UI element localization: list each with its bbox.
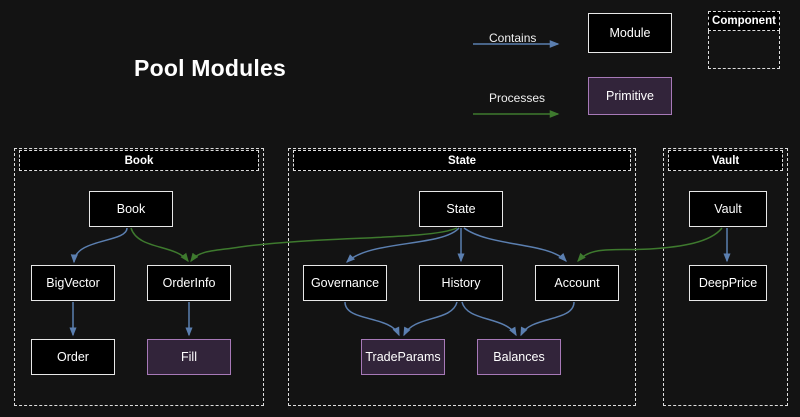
node-governance[interactable]: Governance	[303, 265, 387, 301]
legend-node-module: Module	[588, 13, 672, 53]
cluster-label-vault: Vault	[668, 150, 783, 171]
legend-node-primitive: Primitive	[588, 77, 672, 115]
legend-label-processes: Processes	[489, 91, 546, 105]
cluster-frame-book	[14, 148, 264, 406]
edge-state-to-governance	[346, 227, 460, 263]
cluster-label-state: State	[293, 150, 631, 171]
edge-state-to-account	[463, 227, 567, 262]
node-fill[interactable]: Fill	[147, 339, 231, 375]
edge-book-to-bigvector	[70, 227, 128, 264]
cluster-label-book: Book	[19, 150, 259, 171]
node-tradeparams[interactable]: TradeParams	[361, 339, 445, 375]
node-orderinfo[interactable]: OrderInfo	[147, 265, 231, 301]
edge-history-to-tradeparams	[403, 301, 458, 337]
edge-governance-to-tradeparams	[344, 301, 400, 337]
node-balances[interactable]: Balances	[477, 339, 561, 375]
node-deepprice[interactable]: DeepPrice	[689, 265, 767, 301]
edge-account-to-balances	[520, 301, 575, 337]
page-title: Pool Modules	[134, 55, 286, 81]
node-bigvector[interactable]: BigVector	[31, 265, 115, 301]
cluster-frame-vault	[663, 148, 788, 406]
edge-vault-to-account	[577, 227, 723, 263]
node-account[interactable]: Account	[535, 265, 619, 301]
node-vault[interactable]: Vault	[689, 191, 767, 227]
node-book[interactable]: Book	[89, 191, 173, 227]
legend-label-contains: Contains	[489, 31, 537, 45]
node-history[interactable]: History	[419, 265, 503, 301]
node-state[interactable]: State	[419, 191, 503, 227]
edge-history-to-balances	[461, 301, 517, 337]
legend-cluster-label: Component	[708, 11, 780, 31]
cluster-frame-state	[288, 148, 636, 406]
edge-state-to-orderinfo	[190, 227, 458, 263]
edge-book-to-orderinfo	[130, 227, 189, 263]
node-order[interactable]: Order	[31, 339, 115, 375]
